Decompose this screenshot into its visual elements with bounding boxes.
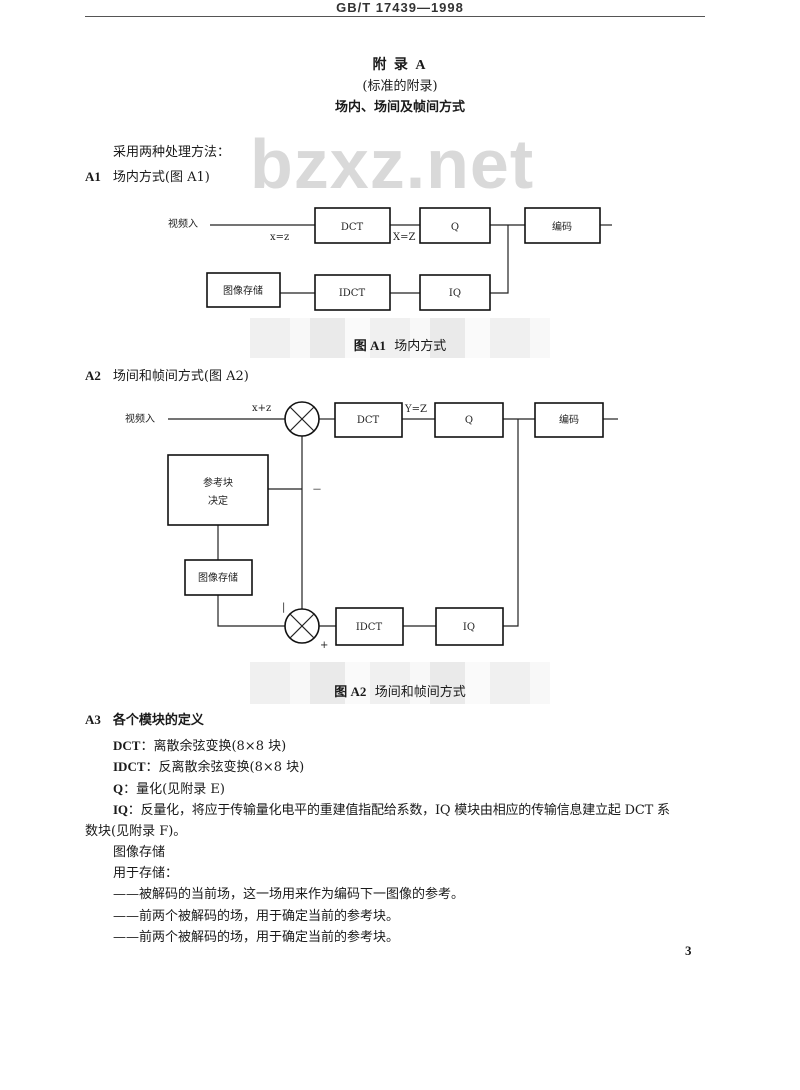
figure-a2-caption: 图 A2 场间和帧间方式 (0, 681, 800, 700)
definition: ：反量化，将应于传输量化电平的重建值指配给系数，IQ 模块由相应的传输信息建立起… (127, 803, 670, 818)
store-block (184, 559, 253, 596)
intro-text: 采用两种处理方法： (113, 145, 231, 160)
scan-artifact (250, 318, 550, 358)
input-label: 视频入 (168, 217, 198, 230)
q-label: Q (465, 415, 473, 426)
y-eq-label: Y=Z (404, 404, 427, 415)
section-number: A3 (85, 712, 101, 727)
idct-label: IDCT (339, 288, 366, 299)
section-a3-heading: A3 各个模块的定义 (85, 709, 204, 728)
X-eq-label: X=Z (393, 232, 415, 243)
q-label: Q (451, 222, 459, 233)
standard-header: GB/T 17439—1998 (336, 0, 464, 15)
caption-text: 场内方式 (394, 339, 447, 354)
reference-block (167, 454, 269, 526)
section-title: 场内方式(图 A1) (112, 170, 210, 185)
appendix-title: 附 录 A (372, 58, 428, 73)
definition: ：量化(见附录 E) (123, 782, 225, 797)
caption-text: 场间和帧间方式 (374, 685, 466, 700)
iq-label: IQ (463, 622, 475, 633)
iq-block (419, 274, 491, 311)
bar-mark: | (282, 602, 285, 613)
input-label: 视频入 (125, 412, 155, 425)
x-eq-label: x=z (270, 232, 289, 243)
plus-sign: + (320, 640, 328, 651)
iq-label: IQ (449, 288, 461, 299)
storage-item: ——前两个被解码的场，用于确定当前的参考块。 (113, 909, 400, 924)
q-block (434, 402, 504, 438)
definition-iq: IQ：反量化，将应于传输量化电平的重建值指配给系数，IQ 模块由相应的传输信息建… (113, 799, 670, 818)
idct-block (335, 607, 404, 646)
definition-idct: IDCT：反离散余弦变换(8×8 块) (113, 756, 304, 775)
storage-item: ——前两个被解码的场，用于确定当前的参考块。 (113, 930, 400, 945)
caption-number: 图 A2 (334, 684, 367, 699)
term: IDCT (113, 759, 146, 774)
caption-number: 图 A1 (353, 338, 386, 353)
minus-sign: － (312, 485, 322, 496)
store-label: 图像存储 (198, 571, 238, 584)
section-title: 场间和帧间方式(图 A2) (112, 369, 249, 384)
storage-item: ——被解码的当前场，这一场用来作为编码下一图像的参考。 (113, 887, 465, 902)
section-number: A2 (85, 368, 101, 383)
iq-block (435, 607, 504, 646)
section-title: 各个模块的定义 (112, 713, 204, 728)
definition-q: Q：量化(见附录 E) (113, 778, 225, 797)
idct-label: IDCT (356, 622, 383, 633)
storage-title: 图像存储 (113, 845, 166, 860)
section-a1-heading: A1 场内方式(图 A1) (85, 166, 210, 185)
dct-block (314, 207, 391, 244)
figure-a2-diagram: 视频入 x+z Y=Z DCT Q 编码 参考块 决定 － 图像存储 IDCT … (125, 401, 618, 651)
summing-junction-bottom (284, 608, 320, 644)
section-a2-heading: A2 场间和帧间方式(图 A2) (85, 365, 249, 384)
term: Q (113, 781, 124, 796)
store-block (206, 272, 281, 308)
scan-artifact (250, 662, 550, 704)
summing-junction-top (284, 401, 320, 437)
sum-label: x+z (252, 403, 271, 414)
store-label: 图像存储 (223, 284, 263, 297)
section-number: A1 (85, 169, 101, 184)
reference-label-1: 参考块 (203, 476, 233, 489)
header-rule (85, 16, 705, 17)
watermark: bzxz.net (250, 125, 535, 203)
encode-label: 编码 (559, 413, 579, 426)
figure-a1-caption: 图 A1 场内方式 (0, 335, 800, 354)
encode-block (534, 402, 604, 438)
encode-block (524, 207, 601, 244)
encode-label: 编码 (552, 220, 572, 233)
term: IQ (113, 802, 128, 817)
dct-label: DCT (341, 222, 364, 233)
dct-label: DCT (357, 415, 380, 426)
storage-intro: 用于存储： (113, 866, 179, 881)
definition-iq-cont: 数块(见附录 F)。 (85, 824, 187, 839)
definition: ：离散余弦变换(8×8 块) (140, 739, 287, 754)
term: DCT (113, 738, 141, 753)
appendix-subtitle: 场内、场间及帧间方式 (334, 100, 465, 115)
q-block (419, 207, 491, 244)
appendix-type: (标准的附录) (362, 79, 438, 94)
definition-dct: DCT：离散余弦变换(8×8 块) (113, 735, 286, 754)
dct-block (334, 402, 403, 438)
reference-label-2: 决定 (208, 494, 228, 507)
definition: ：反离散余弦变换(8×8 块) (145, 760, 305, 775)
page-number: 3 (685, 943, 692, 958)
idct-block (314, 274, 391, 311)
figure-a1-diagram: 视频入 x=z X=Z DCT Q 编码 图像存储 IDCT IQ (168, 207, 612, 311)
